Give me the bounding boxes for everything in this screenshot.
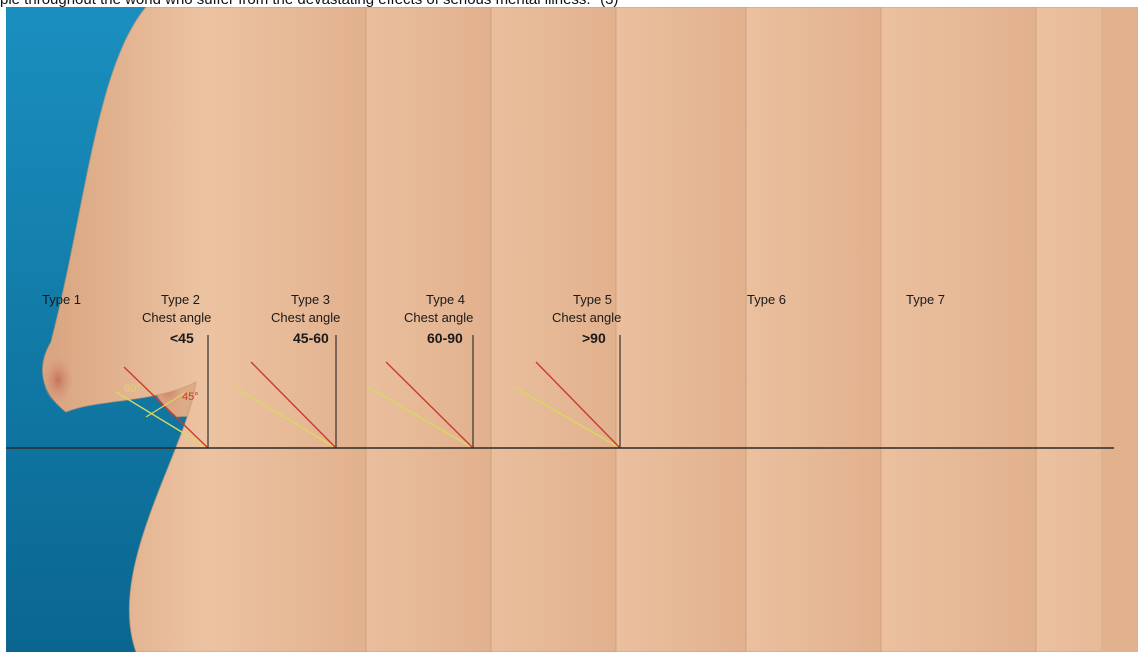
type-label-7: Type 7: [906, 292, 945, 307]
type-name: Type 4: [426, 292, 465, 307]
chest-angle-label: Chest angle: [404, 310, 473, 325]
type-name: Type 7: [906, 292, 945, 307]
torso-edge: [1101, 7, 1138, 652]
type-name: Type 1: [42, 292, 81, 307]
chest-angle-label: Chest angle: [552, 310, 621, 325]
type-name: Type 5: [573, 292, 612, 307]
angle-range: 60-90: [427, 330, 463, 346]
angle-marker-red: 45°: [182, 391, 199, 403]
chest-angle-label: Chest angle: [271, 310, 340, 325]
angle-marker-green: 60°: [124, 383, 141, 395]
gynecomastia-types-figure: Type 1 Type 2 Chest angle <45 Type 3 Che…: [6, 7, 1138, 652]
chest-angle-label: Chest angle: [142, 310, 211, 325]
angle-range: 45-60: [293, 330, 329, 346]
type-name: Type 6: [747, 292, 786, 307]
type-name: Type 3: [291, 292, 330, 307]
figure-canvas: Type 1 Type 2 Chest angle <45 Type 3 Che…: [6, 7, 1138, 652]
angle-range: >90: [582, 330, 606, 346]
type-label-1: Type 1: [42, 292, 81, 307]
type-label-6: Type 6: [747, 292, 786, 307]
areola-1: [44, 358, 72, 402]
type-name: Type 2: [161, 292, 200, 307]
angle-range: <45: [170, 330, 194, 346]
